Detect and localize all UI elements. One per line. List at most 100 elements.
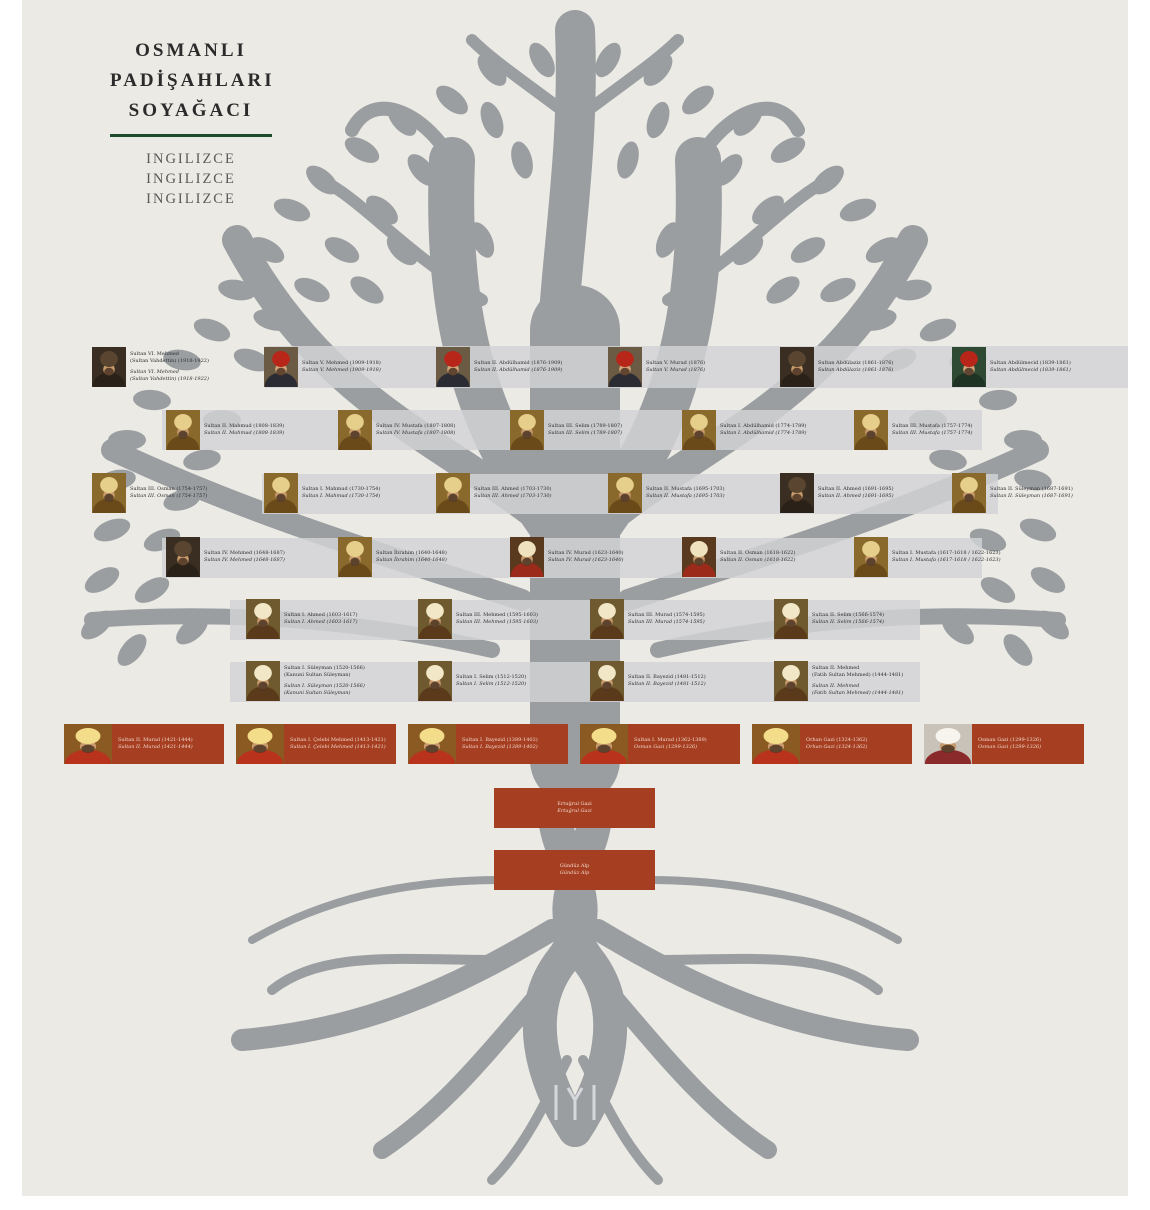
sultan-card[interactable]: Sultan I. Mahmud (1730-1754)Sultan I. Ma…: [264, 473, 430, 513]
sultan-card[interactable]: Sultan IV. Murad (1623-1640)Sultan IV. M…: [510, 537, 676, 577]
leaf: [1003, 634, 1033, 666]
leaf: [617, 141, 639, 179]
sultan-name-italic: Sultan I. Bayezid (1389-1402): [462, 744, 538, 750]
sultan-name: Sultan III. Ahmed (1703-1730): [474, 486, 552, 492]
sultan-card[interactable]: Sultan III. Mehmed (1595-1603)Sultan III…: [418, 599, 584, 639]
sultan-card[interactable]: Sultan I. Mustafa (1617-1618 / 1622-1623…: [854, 537, 1020, 577]
sultan-card[interactable]: Sultan III. Ahmed (1703-1730)Sultan III.…: [436, 473, 602, 513]
portrait-image: [92, 473, 126, 513]
sultan-name-italic-line2: (Sultan Vahdettin) (1918-1922): [130, 376, 209, 382]
sultan-card[interactable]: Sultan Abdülaziz (1861-1876)Sultan Abdül…: [780, 347, 946, 387]
sultan-text: Sultan III. Murad (1574-1595)Sultan III.…: [628, 599, 705, 639]
portrait-image: [510, 410, 544, 450]
portrait-image: [64, 724, 112, 764]
founder-card[interactable]: Sultan I. Murad (1362-1389)Osman Gazi (1…: [580, 724, 740, 764]
sultan-text: Sultan II. Osman (1618-1622)Sultan II. O…: [720, 537, 795, 577]
sultan-name: Sultan III. Osman (1754-1757): [130, 486, 208, 492]
sultan-card[interactable]: Sultan II. Osman (1618-1622)Sultan II. O…: [682, 537, 848, 577]
sultan-card[interactable]: Sultan V. Murad (1876)Sultan V. Murad (1…: [608, 347, 774, 387]
sultan-card[interactable]: Sultan III. Selim (1789-1807)Sultan III.…: [510, 410, 676, 450]
sultan-card[interactable]: Sultan IV. Mustafa (1807-1808)Sultan IV.…: [338, 410, 504, 450]
sultan-name: Sultan III. Selim (1789-1807): [548, 423, 623, 429]
portrait-image: [854, 410, 888, 450]
sultan-name-italic: Sultan Abdülmecid (1839-1861): [990, 367, 1071, 373]
portrait-image: [924, 724, 972, 764]
leaf: [350, 276, 384, 304]
founder-card[interactable]: Orhan Gazi (1324-1362)Orhan Gazi (1324-1…: [752, 724, 912, 764]
sultan-name-italic: Osman Gazi (1299-1326): [978, 744, 1042, 750]
portrait-image: [682, 410, 716, 450]
sultan-name-line2: (Fatih Sultan Mehmed) (1444-1481): [812, 672, 904, 678]
sultan-name-italic: Sultan II. Osman (1618-1622): [720, 557, 796, 563]
sultan-card[interactable]: Sultan III. Osman (1754-1757)Sultan III.…: [92, 473, 258, 513]
sultan-name: Sultan I. Çelebi Mehmed (1413-1421): [290, 737, 386, 743]
sultan-card[interactable]: Sultan II. Ahmed (1691-1695)Sultan II. A…: [780, 473, 946, 513]
sultan-text: Sultan V. Murad (1876)Sultan V. Murad (1…: [646, 347, 705, 387]
sultan-card[interactable]: Sultan II. Mahmud (1808-1839)Sultan II. …: [166, 410, 332, 450]
sultan-text: Sultan VI. Mehmed(Sultan Vahdettin) (191…: [130, 347, 209, 387]
sultan-name-italic: Ertuğrul Gazi: [557, 808, 592, 814]
leaf: [366, 195, 398, 225]
sultan-card[interactable]: Sultan IV. Mehmed (1648-1687)Sultan IV. …: [166, 537, 332, 577]
sultan-name: Sultan II. Mustafa (1695-1703): [646, 486, 725, 492]
portrait-image: [264, 347, 298, 387]
sultan-card[interactable]: Sultan I. Selim (1512-1520)Sultan I. Sel…: [418, 661, 584, 701]
sultan-card[interactable]: Sultan II. Selim (1566-1574)Sultan II. S…: [774, 599, 940, 639]
sultan-name-italic: Sultan II. Ahmed (1691-1695): [818, 493, 894, 499]
sultan-card[interactable]: Sultan III. Murad (1574-1595)Sultan III.…: [590, 599, 756, 639]
founder-card[interactable]: Osman Gazi (1299-1326)Osman Gazi (1299-1…: [924, 724, 1084, 764]
sultan-name: Ertuğrul Gazi: [557, 801, 592, 807]
leaf: [233, 348, 271, 372]
leaf: [770, 137, 806, 163]
sultan-name-italic: Sultan I. Ahmed (1603-1617): [284, 619, 358, 625]
leaf: [163, 349, 201, 371]
portrait-image: [854, 537, 888, 577]
title-line-1: OSMANLI: [135, 40, 247, 61]
sultan-card[interactable]: Sultan I. Ahmed (1603-1617)Sultan I. Ahm…: [246, 599, 412, 639]
founder-card[interactable]: Sultan I. Bayezid (1389-1402)Sultan I. B…: [408, 724, 568, 764]
leaf: [193, 318, 231, 342]
sultan-card[interactable]: Sultan II. Bayezid (1481-1512)Sultan II.…: [590, 661, 756, 701]
sultan-card[interactable]: Sultan V. Mehmed (1909-1918)Sultan V. Me…: [264, 347, 430, 387]
founder-card[interactable]: Sultan II. Murad (1421-1444)Sultan II. M…: [64, 724, 224, 764]
sultan-text: Sultan III. Ahmed (1703-1730)Sultan III.…: [474, 473, 552, 513]
portrait-image: [338, 410, 372, 450]
sultan-card[interactable]: Sultan İbrahim (1640-1648)Sultan İbrahim…: [338, 537, 504, 577]
sultan-text: Sultan I. Mahmud (1730-1754)Sultan I. Ma…: [302, 473, 380, 513]
sultan-name: Sultan I. Selim (1512-1520): [456, 674, 527, 680]
sultan-text: Sultan II. Ahmed (1691-1695)Sultan II. A…: [818, 473, 894, 513]
portrait-image: [436, 473, 470, 513]
sultan-name: Sultan II. Mehmed: [812, 665, 860, 671]
sultan-name-italic: Sultan IV. Mustafa (1807-1808): [376, 430, 456, 436]
sultan-card[interactable]: Sultan Abdülmecid (1839-1861)Sultan Abdü…: [952, 347, 1118, 387]
sultan-card[interactable]: Sultan I. Abdülhamid (1774-1789)Sultan I…: [682, 410, 848, 450]
sultan-name: Sultan II. Bayezid (1481-1512): [628, 674, 706, 680]
sultan-card[interactable]: Sultan II. Süleyman (1687-1691)Sultan II…: [952, 473, 1118, 513]
sultan-card[interactable]: Sultan I. Süleyman (1520-1566)(Kanuni Su…: [246, 661, 412, 701]
sultan-name-italic: Sultan IV. Murad (1623-1640): [548, 557, 624, 563]
sultan-card[interactable]: Sultan VI. Mehmed(Sultan Vahdettin) (191…: [92, 347, 258, 387]
sultan-text: Sultan II. Süleyman (1687-1691)Sultan II…: [990, 473, 1073, 513]
sultan-name: Sultan I. Ahmed (1603-1617): [284, 612, 358, 618]
portrait-image: [774, 661, 808, 701]
leaf: [919, 318, 957, 342]
portrait-image: [952, 473, 986, 513]
sultan-text: Sultan Abdülaziz (1861-1876)Sultan Abdül…: [818, 347, 893, 387]
sultan-card[interactable]: Sultan II. Mehmed(Fatih Sultan Mehmed) (…: [774, 661, 940, 701]
sultan-text: Sultan III. Mustafa (1757-1774)Sultan II…: [892, 410, 973, 450]
sultan-name-italic: Gündüz Alp: [559, 870, 590, 876]
sultan-name: Sultan I. Murad (1362-1389): [634, 737, 707, 743]
subtitle-line-3: INGILIZCE: [146, 191, 236, 207]
leaf: [84, 567, 120, 593]
sultan-card[interactable]: Sultan II. Mustafa (1695-1703)Sultan II.…: [608, 473, 774, 513]
leaf: [790, 237, 826, 263]
sultan-card[interactable]: Sultan III. Mustafa (1757-1774)Sultan II…: [854, 410, 1020, 450]
sultan-name: Sultan III. Murad (1574-1595): [628, 612, 705, 618]
leaf: [820, 277, 856, 303]
sultan-name: Sultan II. Selim (1566-1574): [812, 612, 885, 618]
sultan-card[interactable]: Sultan II. Abdülhamid (1876-1909)Sultan …: [436, 347, 602, 387]
founder-card[interactable]: Sultan I. Çelebi Mehmed (1413-1421)Sulta…: [236, 724, 396, 764]
